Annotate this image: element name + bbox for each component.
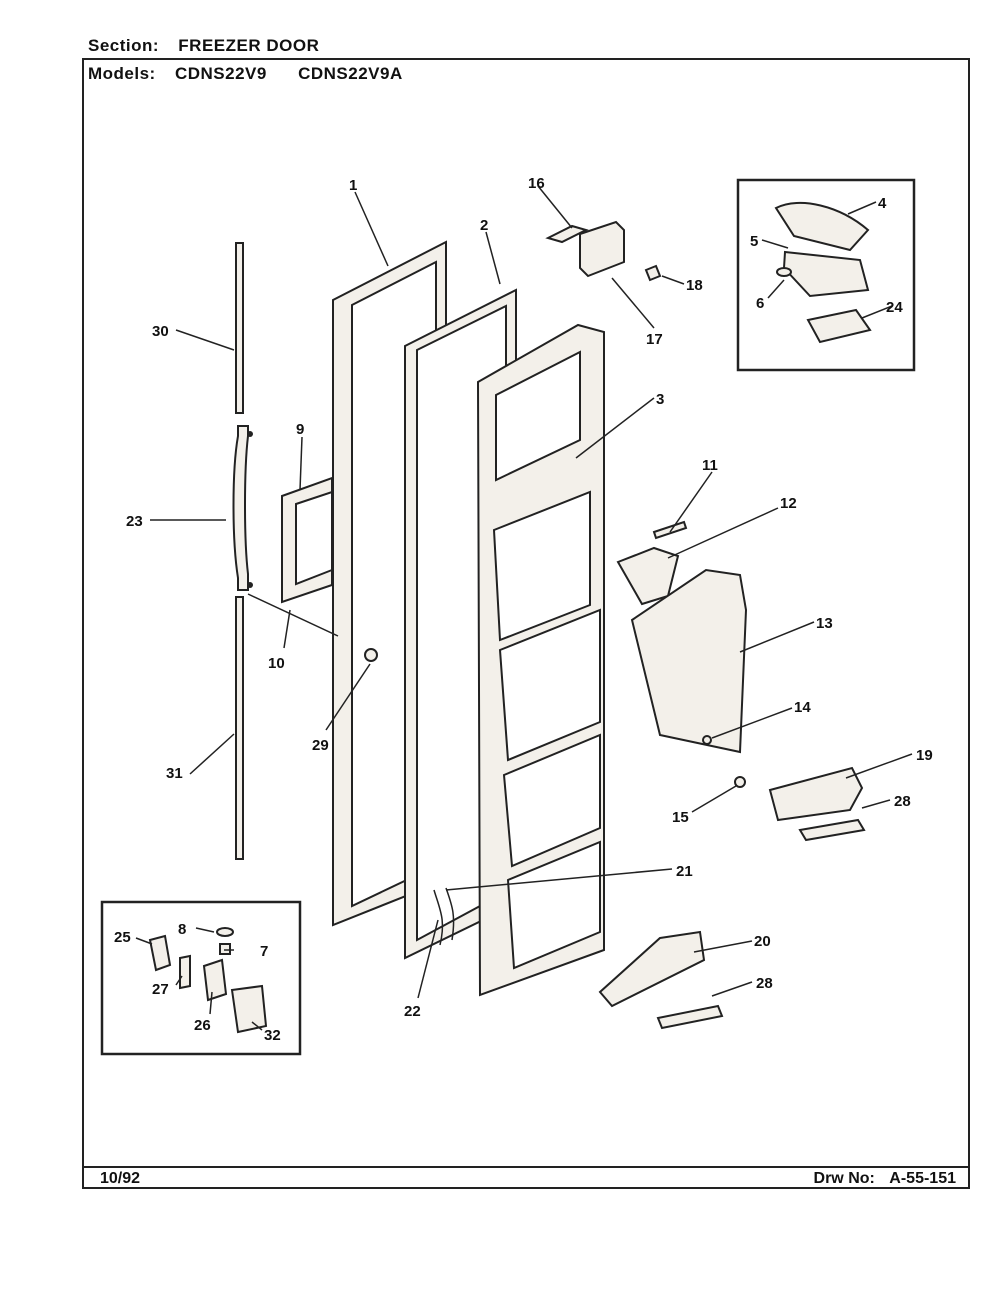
part-label-1: 1 (349, 177, 357, 194)
screw (734, 776, 746, 788)
part-label-30: 30 (152, 323, 169, 340)
part-label-4: 4 (878, 195, 887, 212)
liner-dispenser-recess (492, 490, 591, 642)
bracket-washer (216, 927, 234, 937)
door-handle (232, 425, 249, 591)
model-number-2: CDNS22V9A (298, 64, 403, 83)
hinge-washer (776, 267, 792, 277)
switch-actuator (545, 224, 589, 244)
bracket-c (202, 958, 228, 1002)
liner-shelf-2 (502, 733, 601, 868)
door-wires-b (445, 887, 455, 941)
bracket-a (148, 934, 172, 972)
part-label-28-upper: 28 (894, 793, 911, 810)
part-number-labels: 1 2 3 4 5 6 7 8 9 10 11 12 13 14 15 16 1… (114, 175, 933, 1044)
door-bin-lower (598, 930, 706, 1008)
section-heading: Section: FREEZER DOOR (88, 36, 345, 56)
part-label-29: 29 (312, 737, 329, 754)
trim-strip-upper (235, 242, 244, 414)
part-label-13: 13 (816, 615, 833, 632)
revision-date: 10/92 (100, 1170, 141, 1187)
switch-housing (579, 220, 625, 278)
chute-flap (652, 520, 688, 540)
drawing-number-block: Drw No: A-55-151 (804, 1170, 956, 1188)
footer-divider (82, 1166, 970, 1168)
hinge-shim (806, 308, 872, 344)
liner-shelf-1 (498, 608, 601, 762)
part-label-9: 9 (296, 421, 304, 438)
bin-trim-lower (656, 1004, 724, 1030)
part-label-2: 2 (480, 217, 488, 234)
models-heading: Models: CDNS22V9 CDNS22V9A (88, 64, 429, 84)
part-label-7: 7 (260, 943, 268, 960)
part-label-23: 23 (126, 513, 143, 530)
section-value: FREEZER DOOR (178, 36, 320, 55)
part-label-21: 21 (676, 863, 693, 880)
chute-funnel (616, 546, 680, 606)
hinge-inset-box (736, 178, 916, 372)
liner-upper-bin (495, 350, 581, 482)
part-label-20: 20 (754, 933, 771, 950)
part-label-5: 5 (750, 233, 758, 250)
washer (702, 735, 712, 745)
part-label-27: 27 (152, 981, 169, 998)
drawing-number-label: Drw No: (813, 1170, 875, 1187)
leader-lines (135, 185, 913, 1031)
part-label-26: 26 (194, 1017, 211, 1034)
section-label: Section: (88, 36, 160, 55)
part-label-28-lower: 28 (756, 975, 773, 992)
bracket-d (230, 984, 268, 1034)
drawing-frame (82, 58, 970, 1189)
part-label-31: 31 (166, 765, 183, 782)
door-bin-upper (768, 766, 864, 822)
door-plug (364, 648, 378, 662)
handle-screw-bottom (247, 582, 253, 588)
part-label-10: 10 (268, 655, 285, 672)
bracket-inset-box (100, 900, 302, 1056)
part-label-12: 12 (780, 495, 797, 512)
switch-plug (644, 264, 662, 282)
part-label-6: 6 (756, 295, 764, 312)
hinge-cover (774, 201, 870, 252)
part-label-3: 3 (656, 391, 664, 408)
part-label-11: 11 (702, 457, 718, 474)
handle-screw-top (247, 431, 253, 437)
trim-strip-lower (235, 596, 244, 860)
part-label-25: 25 (114, 929, 131, 946)
part-label-14: 14 (794, 699, 811, 716)
drawing-number-value: A-55-151 (889, 1170, 956, 1187)
part-label-19: 19 (916, 747, 933, 764)
part-label-15: 15 (672, 809, 689, 826)
model-number-1: CDNS22V9 (174, 64, 267, 83)
dispenser-trim-opening (295, 490, 333, 586)
bracket-bolt (219, 943, 231, 955)
liner-shelf-3 (506, 840, 601, 970)
door-wires-a (433, 889, 444, 946)
dispenser-chute (630, 568, 748, 754)
part-label-17: 17 (646, 331, 663, 348)
bin-trim-upper (798, 818, 866, 842)
part-label-24: 24 (886, 299, 903, 316)
part-label-18: 18 (686, 277, 703, 294)
part-label-22: 22 (404, 1003, 421, 1020)
hinge-plate (782, 250, 870, 298)
part-label-16: 16 (528, 175, 545, 192)
part-label-32: 32 (264, 1027, 281, 1044)
bracket-b (179, 954, 191, 990)
part-label-8: 8 (178, 921, 186, 938)
models-label: Models: (88, 64, 156, 83)
